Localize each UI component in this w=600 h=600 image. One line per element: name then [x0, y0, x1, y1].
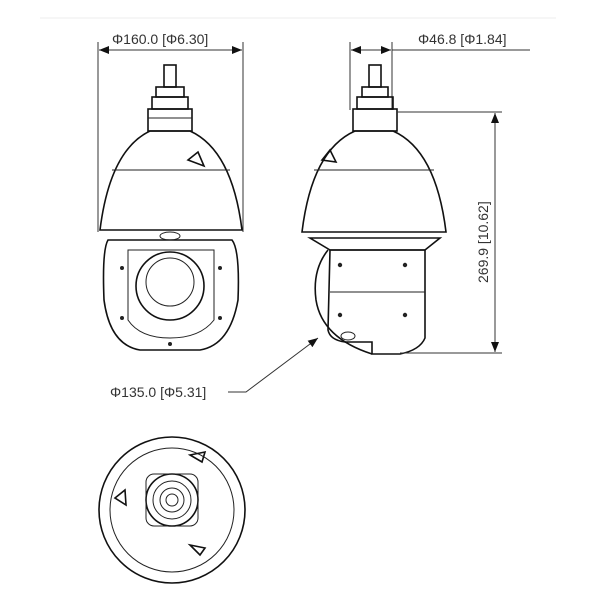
mount-diameter-label: Φ46.8 [Φ1.84] [418, 31, 507, 47]
bottom-view [98, 436, 246, 584]
body-diameter-label: Φ135.0 [Φ5.31] [110, 384, 206, 400]
side-view: Φ46.8 [Φ1.84] 269.9 [10.62] [301, 31, 530, 355]
front-view: Φ160.0 [Φ6.30] [97, 31, 244, 351]
dome-diameter-label: Φ160.0 [Φ6.30] [112, 31, 208, 47]
height-label: 269.9 [10.62] [475, 201, 491, 283]
body-diameter-callout: Φ135.0 [Φ5.31] [110, 337, 319, 400]
